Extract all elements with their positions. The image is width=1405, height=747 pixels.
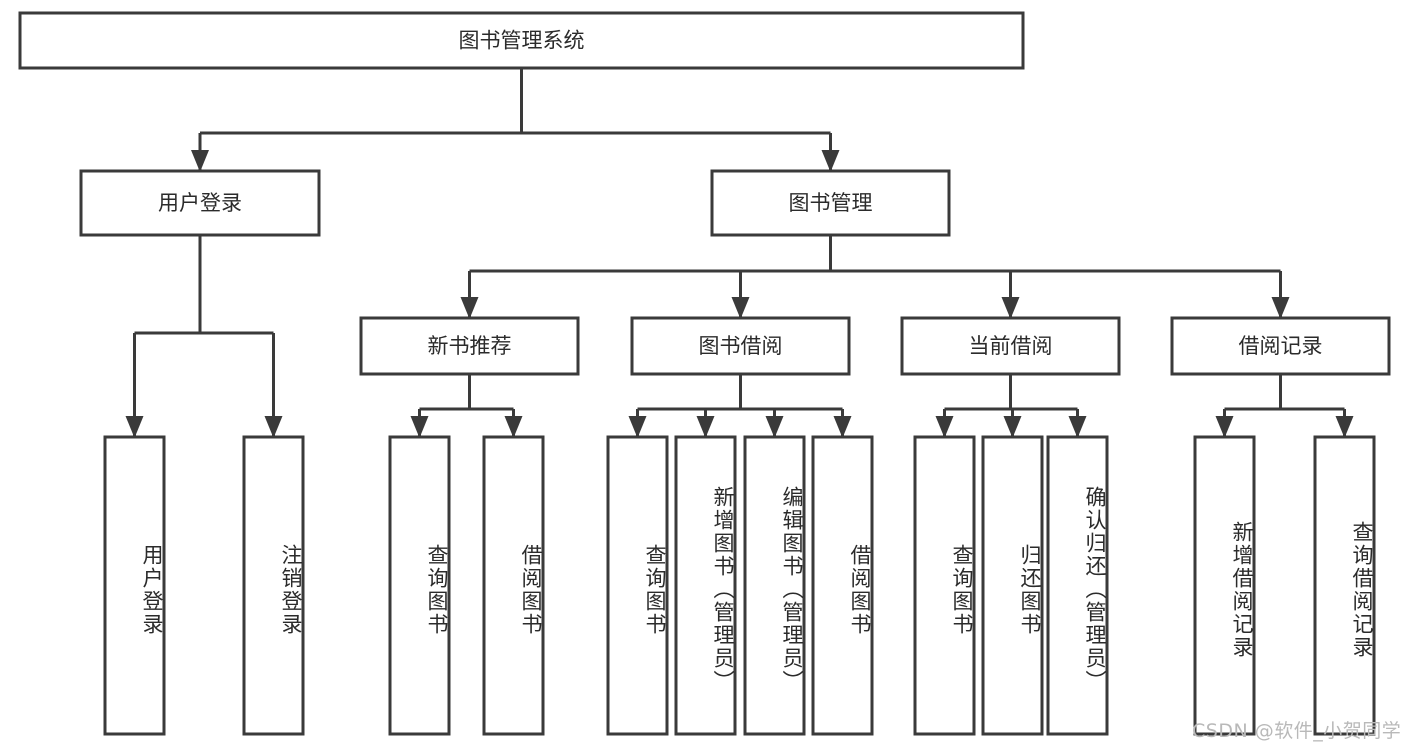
node-box-root-0[interactable]	[18, 11, 1025, 70]
node-box-leaf-5[interactable]	[674, 435, 737, 736]
arrow-head	[731, 297, 750, 319]
node-label-level2-1: 图书借阅	[699, 334, 783, 358]
arrow-head	[1068, 416, 1087, 438]
node-box-leaf-7[interactable]	[811, 435, 874, 736]
arrow-head	[1003, 416, 1022, 438]
node-box-leaf-12[interactable]	[1313, 435, 1376, 736]
arrow-head	[833, 416, 852, 438]
arrow-head	[765, 416, 784, 438]
node-box-leaf-4[interactable]	[606, 435, 669, 736]
arrow-head	[1215, 416, 1234, 438]
arrow-head	[1271, 297, 1290, 319]
node-box-leaf-0[interactable]	[103, 435, 166, 736]
node-label-level2-0: 新书推荐	[428, 334, 512, 358]
node-box-layer	[18, 11, 1391, 736]
node-label-level1-0: 用户登录	[158, 191, 242, 215]
arrow-head	[1001, 297, 1020, 319]
node-label-level2-2: 当前借阅	[969, 334, 1053, 358]
arrow-head	[125, 416, 144, 438]
node-box-leaf-11[interactable]	[1193, 435, 1256, 736]
node-box-level2-3[interactable]	[1170, 316, 1391, 376]
arrow-head	[191, 150, 209, 172]
node-box-leaf-10[interactable]	[1046, 435, 1109, 736]
arrow-head	[935, 416, 954, 438]
node-box-level2-2[interactable]	[900, 316, 1121, 376]
node-box-leaf-6[interactable]	[743, 435, 806, 736]
arrow-head	[696, 416, 715, 438]
node-label-level1-1: 图书管理	[789, 191, 873, 215]
node-box-level2-1[interactable]	[630, 316, 851, 376]
connector-layer	[125, 68, 1354, 438]
node-box-leaf-9[interactable]	[981, 435, 1044, 736]
node-box-leaf-2[interactable]	[388, 435, 451, 736]
node-box-leaf-8[interactable]	[913, 435, 976, 736]
arrow-head	[504, 416, 523, 438]
arrow-head	[1335, 416, 1354, 438]
arrow-head	[410, 416, 429, 438]
node-box-level1-0[interactable]	[79, 169, 321, 237]
arrow-head	[628, 416, 647, 438]
node-box-leaf-1[interactable]	[242, 435, 305, 736]
arrow-head	[264, 416, 283, 438]
node-label-root-0: 图书管理系统	[459, 29, 585, 53]
node-box-level1-1[interactable]	[710, 169, 951, 237]
arrow-head	[460, 297, 479, 319]
node-box-level2-0[interactable]	[359, 316, 580, 376]
arrow-head	[821, 150, 840, 172]
node-label-level2-3: 借阅记录	[1239, 334, 1323, 358]
csdn-watermark: CSDN @软件_小贺同学	[1192, 720, 1402, 742]
node-box-leaf-3[interactable]	[482, 435, 545, 736]
